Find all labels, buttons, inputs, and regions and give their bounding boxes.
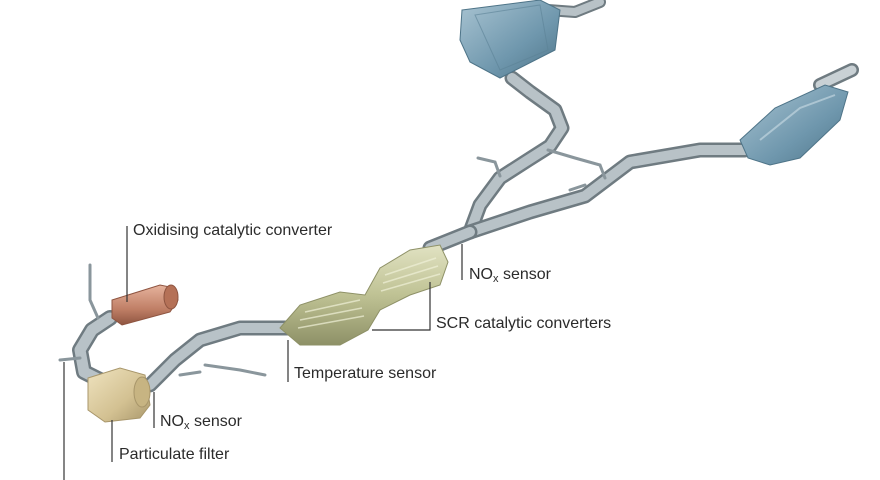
nox-front-sub: x (184, 420, 190, 432)
particulate-filter-part (87, 367, 151, 423)
label-nox-sensor-front: NOx sensor (160, 413, 242, 435)
nox-rear-rest: sensor (498, 266, 551, 283)
oxidising-catalytic-converter-part (111, 284, 179, 326)
label-temperature-sensor: Temperature sensor (294, 365, 437, 382)
rear-muffler-top (459, 0, 561, 79)
brackets (58, 148, 607, 377)
leader-scr (372, 282, 431, 331)
nox-front-rest: sensor (189, 413, 242, 430)
leader-lines (63, 226, 463, 480)
scr-catalytic-converters (279, 244, 449, 346)
nox-front-main: NO (160, 413, 184, 430)
label-scr-catalytic-converters: SCR catalytic converters (436, 315, 612, 332)
nox-rear-sub: x (493, 273, 499, 285)
nox-rear-main: NO (469, 266, 493, 283)
label-oxidising-catalytic-converter: Oxidising catalytic converter (133, 222, 333, 239)
label-particulate-filter: Particulate filter (119, 446, 230, 463)
rear-muffler-right (739, 84, 849, 166)
label-nox-sensor-rear: NOx sensor (469, 266, 551, 288)
